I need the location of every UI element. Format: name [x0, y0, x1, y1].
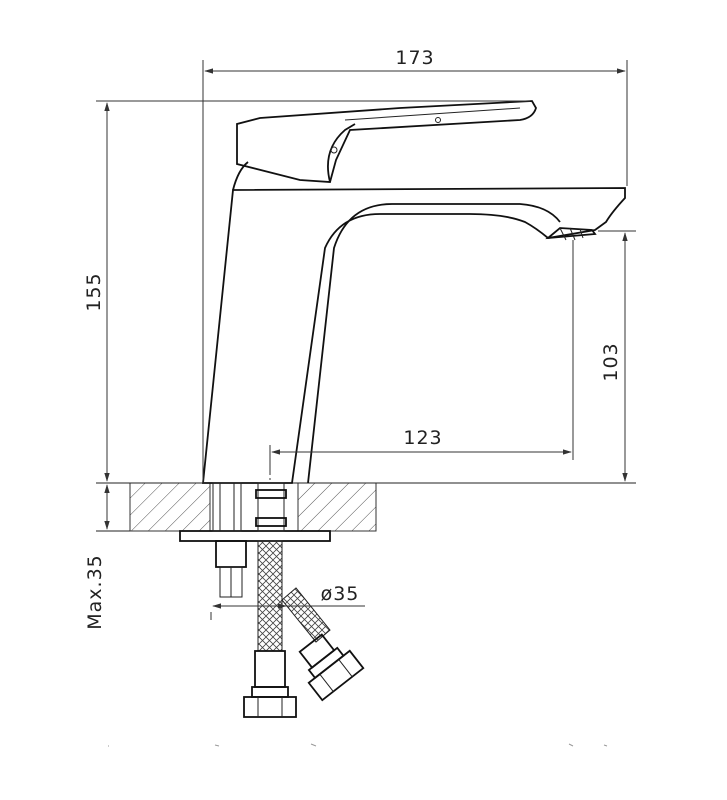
- hole-diameter-dimension-label: ø35: [321, 583, 360, 605]
- countertop-section: [96, 482, 636, 532]
- lever-handle: [236, 100, 537, 183]
- spout-height-dimension-label: 103: [600, 342, 622, 381]
- height-dimension-label: 155: [83, 272, 105, 311]
- faucet-body: [202, 161, 626, 484]
- width-dimension-label: 173: [395, 47, 434, 69]
- max-thickness-dimension-label: Max.35: [84, 554, 106, 630]
- dimension-lines: [96, 60, 636, 620]
- reach-dimension-label: 123: [403, 427, 442, 449]
- underside-fittings: [179, 482, 365, 718]
- scan-artifacts: [108, 743, 608, 747]
